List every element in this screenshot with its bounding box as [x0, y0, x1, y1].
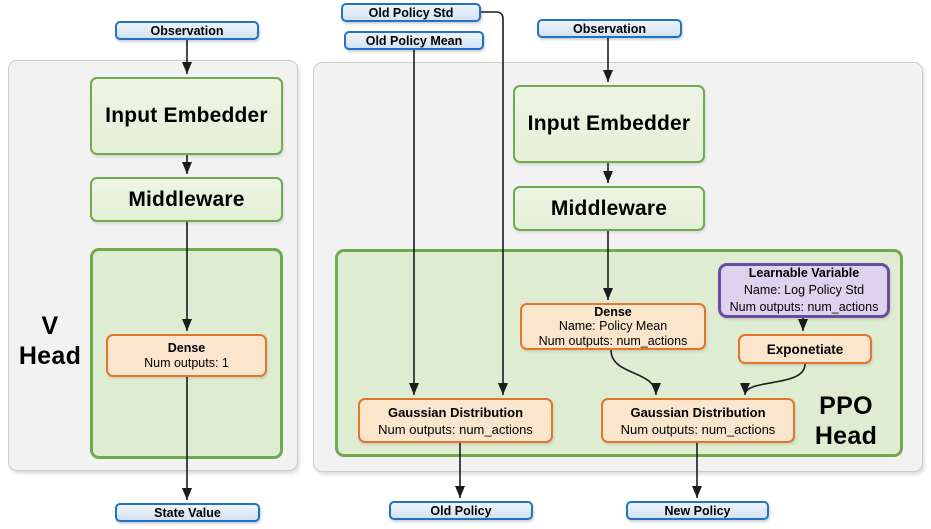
node-gaussian-old-title: Gaussian Distribution	[387, 404, 524, 420]
node-state-value-label: State Value	[154, 505, 221, 520]
node-input-embedder-left-label: Input Embedder	[105, 104, 268, 127]
node-middleware-right: Middleware	[513, 186, 705, 231]
v-head-label: V Head	[12, 311, 88, 371]
node-gaussian-new-title: Gaussian Distribution	[630, 404, 766, 420]
node-dense-left-title: Dense	[167, 340, 206, 355]
node-learnable-variable-title: Learnable Variable	[748, 266, 860, 280]
ppo-head-label-line1: PPO	[819, 392, 873, 420]
node-learnable-variable-outputs: Num outputs: num_actions	[729, 300, 879, 314]
node-input-embedder-right-label: Input Embedder	[527, 112, 691, 135]
node-old-policy-std-label: Old Policy Std	[368, 5, 454, 20]
node-observation-left: Observation	[115, 21, 259, 40]
node-observation-right-label: Observation	[573, 21, 646, 36]
node-state-value: State Value	[115, 503, 260, 522]
node-learnable-variable: Learnable Variable Name: Log Policy Std …	[718, 263, 890, 318]
node-dense-right-outputs: Num outputs: num_actions	[538, 333, 688, 348]
node-exponentiate: Exponetiate	[738, 334, 872, 364]
node-middleware-right-label: Middleware	[550, 196, 668, 220]
node-middleware-left-label: Middleware	[128, 187, 245, 211]
node-old-policy-mean: Old Policy Mean	[344, 31, 484, 50]
node-old-policy: Old Policy	[389, 501, 533, 520]
node-input-embedder-right: Input Embedder	[513, 85, 705, 163]
node-new-policy-label: New Policy	[664, 503, 731, 518]
ppo-head-label-line2: Head	[814, 422, 878, 450]
node-gaussian-distribution-new: Gaussian Distribution Num outputs: num_a…	[601, 398, 795, 443]
node-observation-right: Observation	[537, 19, 682, 38]
node-observation-left-label: Observation	[150, 23, 224, 38]
node-old-policy-label: Old Policy	[430, 503, 492, 518]
node-learnable-variable-name: Name: Log Policy Std	[743, 283, 865, 297]
node-dense-right: Dense Name: Policy Mean Num outputs: num…	[520, 303, 706, 350]
node-middleware-left: Middleware	[90, 177, 283, 222]
node-gaussian-distribution-old: Gaussian Distribution Num outputs: num_a…	[358, 398, 553, 443]
node-dense-right-name: Name: Policy Mean	[558, 319, 668, 334]
v-head-label-line1: V	[41, 312, 59, 340]
node-new-policy: New Policy	[626, 501, 769, 520]
node-dense-left: Dense Num outputs: 1	[106, 334, 267, 377]
node-exponentiate-label: Exponetiate	[766, 341, 844, 357]
ppo-head-label: PPO Head	[800, 391, 892, 451]
node-dense-right-title: Dense	[594, 304, 632, 319]
node-dense-left-outputs: Num outputs: 1	[144, 355, 229, 370]
node-input-embedder-left: Input Embedder	[90, 77, 283, 155]
node-gaussian-old-outputs: Num outputs: num_actions	[378, 421, 533, 437]
node-gaussian-new-outputs: Num outputs: num_actions	[620, 421, 776, 437]
node-old-policy-mean-label: Old Policy Mean	[365, 33, 463, 48]
v-head-label-line2: Head	[18, 342, 82, 370]
node-old-policy-std: Old Policy Std	[341, 3, 481, 22]
